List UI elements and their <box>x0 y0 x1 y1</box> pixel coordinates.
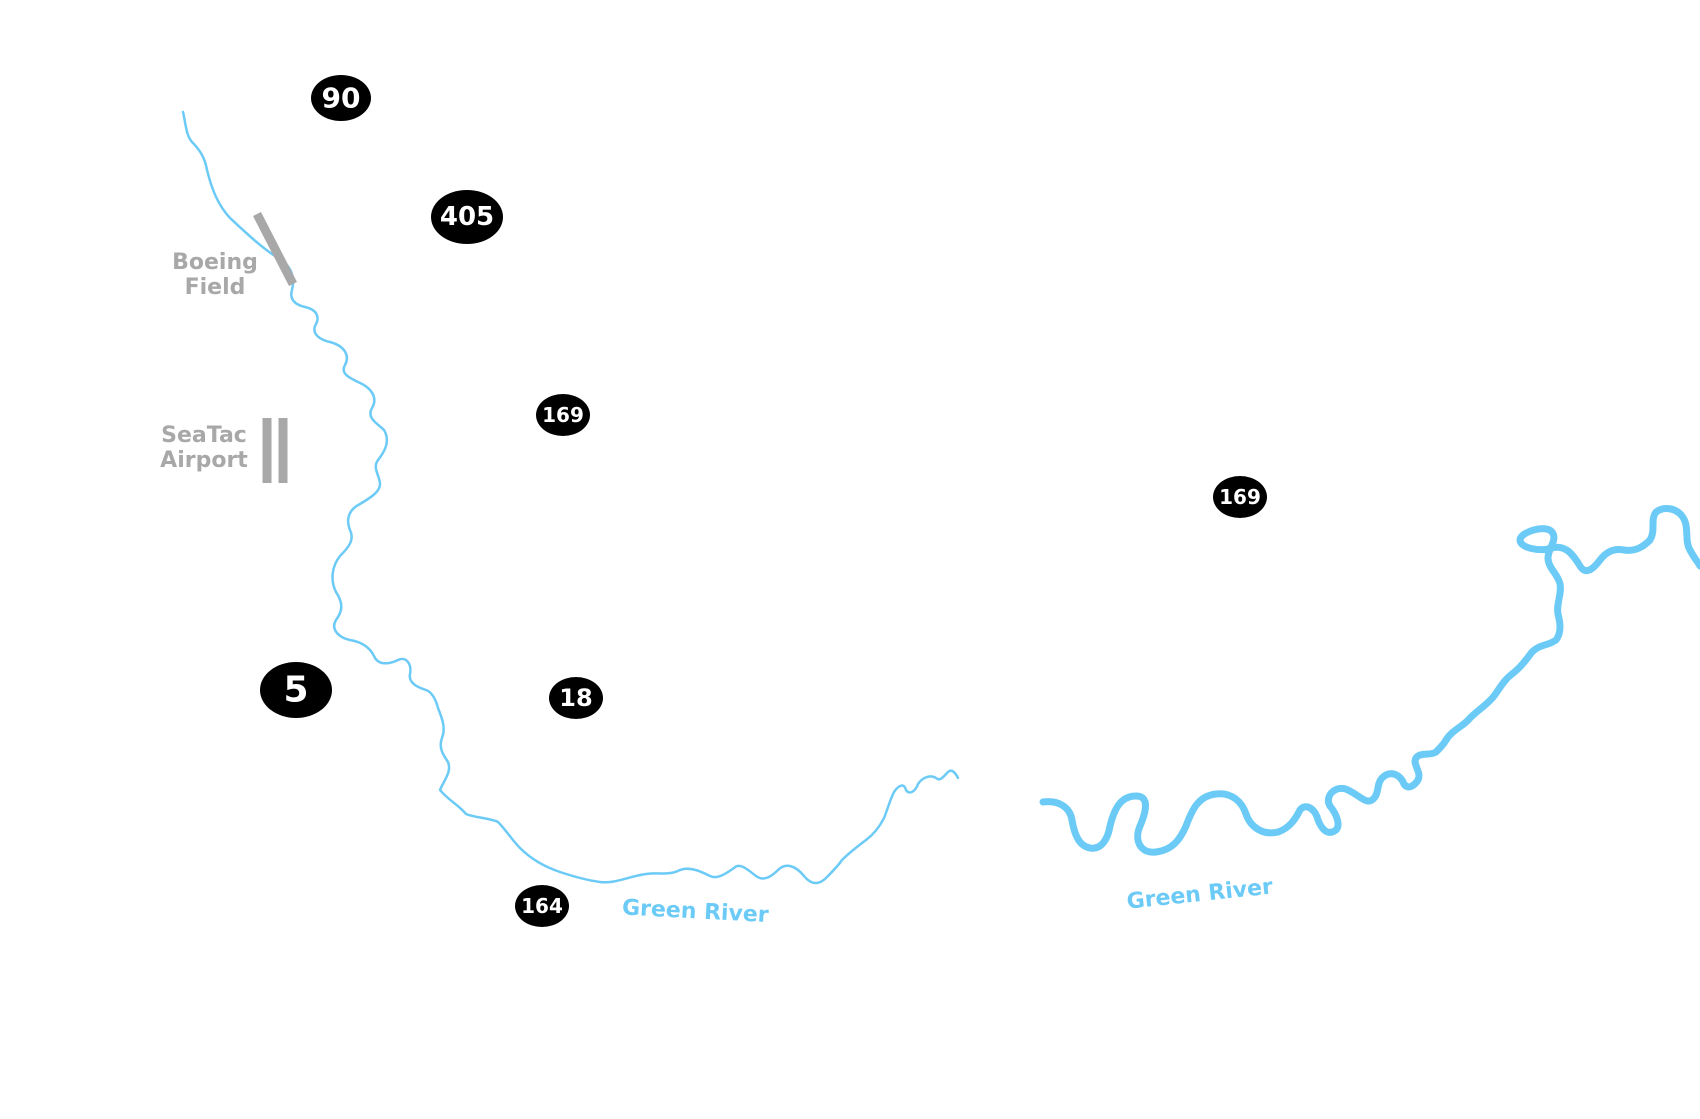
boeing-field-runway <box>252 211 298 287</box>
green-river-east-line-2 <box>1325 736 1450 810</box>
green-river-west-label: Green River <box>621 895 769 928</box>
highway-405-label: 405 <box>440 202 494 232</box>
highway-169-west-label: 169 <box>542 403 584 427</box>
seatac-label-line2: Airport <box>160 448 248 473</box>
highway-405-shield: 405 <box>431 190 503 244</box>
highway-169-east-shield: 169 <box>1213 476 1267 518</box>
highway-90-shield: 90 <box>311 75 371 121</box>
highway-18-label: 18 <box>559 684 592 712</box>
seatac-airport-label: SeaTac Airport <box>160 423 248 473</box>
boeing-field-label-line1: Boeing <box>172 250 258 275</box>
boeing-field-label-line2: Field <box>185 275 246 300</box>
highway-164-shield: 164 <box>515 885 569 927</box>
highway-164-label: 164 <box>521 894 563 918</box>
duwamish-river-line <box>181 110 960 885</box>
highway-18-shield: 18 <box>549 677 603 719</box>
highway-5-label: 5 <box>283 670 308 711</box>
highway-169-east-label: 169 <box>1219 485 1261 509</box>
highway-169-west-shield: 169 <box>536 394 590 436</box>
green-river-east-line <box>1039 790 1342 856</box>
green-river-east-line-3 <box>1442 505 1700 744</box>
green-river-east-label: Green River <box>1126 874 1275 914</box>
seatac-label-line1: SeaTac <box>161 423 247 448</box>
highway-5-shield: 5 <box>260 662 332 718</box>
boeing-field-label: Boeing Field <box>172 250 258 300</box>
highway-90-label: 90 <box>322 82 361 115</box>
